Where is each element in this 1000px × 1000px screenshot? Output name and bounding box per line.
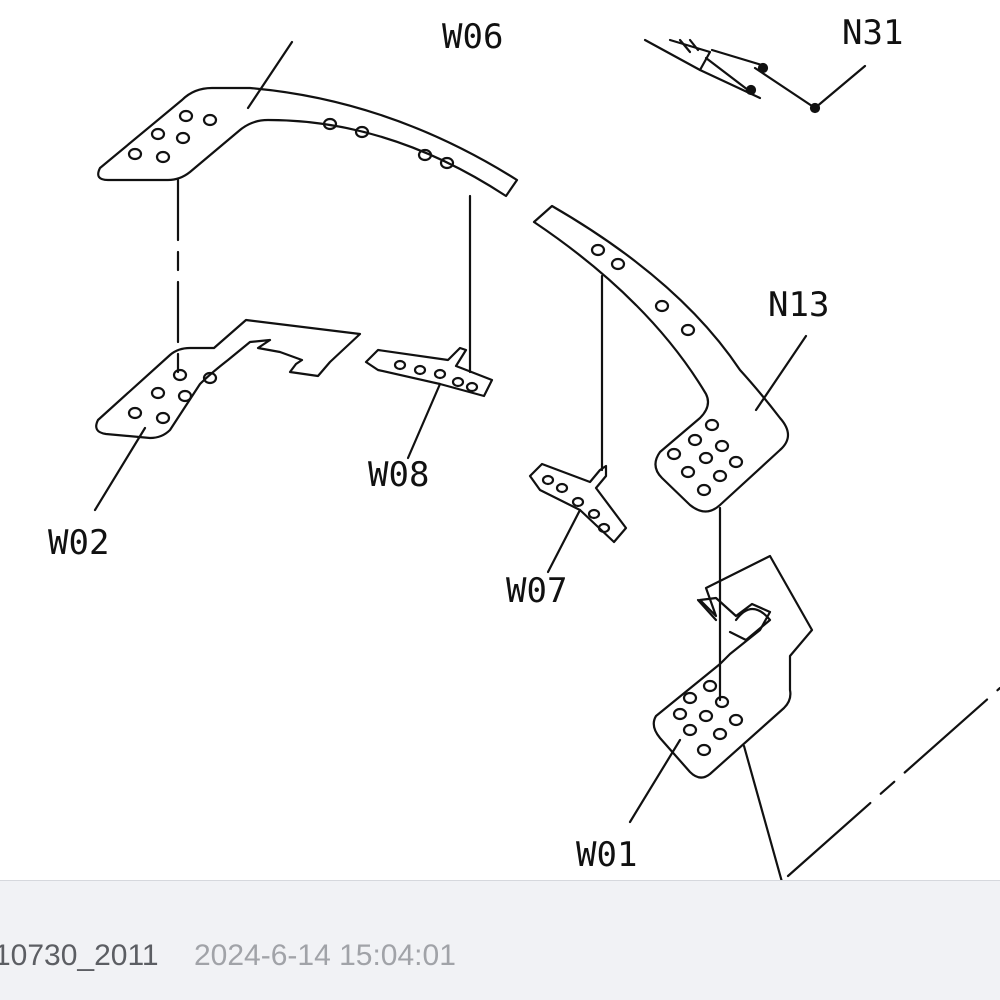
leader-line bbox=[246, 40, 294, 110]
timestamp: 2024-6-14 15:04:01 bbox=[194, 939, 456, 972]
leader-line bbox=[742, 744, 783, 880]
leader-line bbox=[93, 426, 147, 512]
hole-group bbox=[590, 243, 744, 497]
part-top-connector bbox=[643, 38, 867, 114]
label-n31-partial: N31 bbox=[842, 13, 903, 53]
hole-group bbox=[672, 679, 744, 757]
hole-group bbox=[127, 368, 218, 425]
file-name: 10730_2011 bbox=[0, 939, 159, 972]
hole-group bbox=[127, 109, 455, 170]
label-n13: N13 bbox=[768, 285, 829, 325]
part-w08-plate bbox=[364, 346, 494, 460]
dashed-guide-line bbox=[786, 686, 1000, 878]
status-bar: 10730_2011 2024-6-14 15:04:01 bbox=[0, 880, 1000, 1000]
label-w08: W08 bbox=[368, 455, 429, 495]
leader-line bbox=[546, 508, 582, 574]
leader-line bbox=[628, 738, 682, 824]
part-n13-bracket bbox=[532, 204, 808, 513]
part-w02-plate bbox=[93, 318, 362, 512]
label-w06-partial: W06 bbox=[442, 17, 503, 57]
leader-line bbox=[754, 334, 808, 412]
leader-line bbox=[406, 382, 442, 460]
part-w01-plate bbox=[628, 554, 814, 880]
technical-drawing: N13 W01 W02 W07 W08 W06 N31 bbox=[48, 13, 1000, 880]
part-w07-plate bbox=[528, 462, 628, 574]
drawing-viewport[interactable]: N13 W01 W02 W07 W08 W06 N31 bbox=[0, 0, 1000, 880]
part-upper-left-bracket bbox=[97, 86, 519, 198]
label-w07: W07 bbox=[506, 571, 567, 611]
label-w01: W01 bbox=[576, 835, 637, 875]
label-w02: W02 bbox=[48, 523, 109, 563]
